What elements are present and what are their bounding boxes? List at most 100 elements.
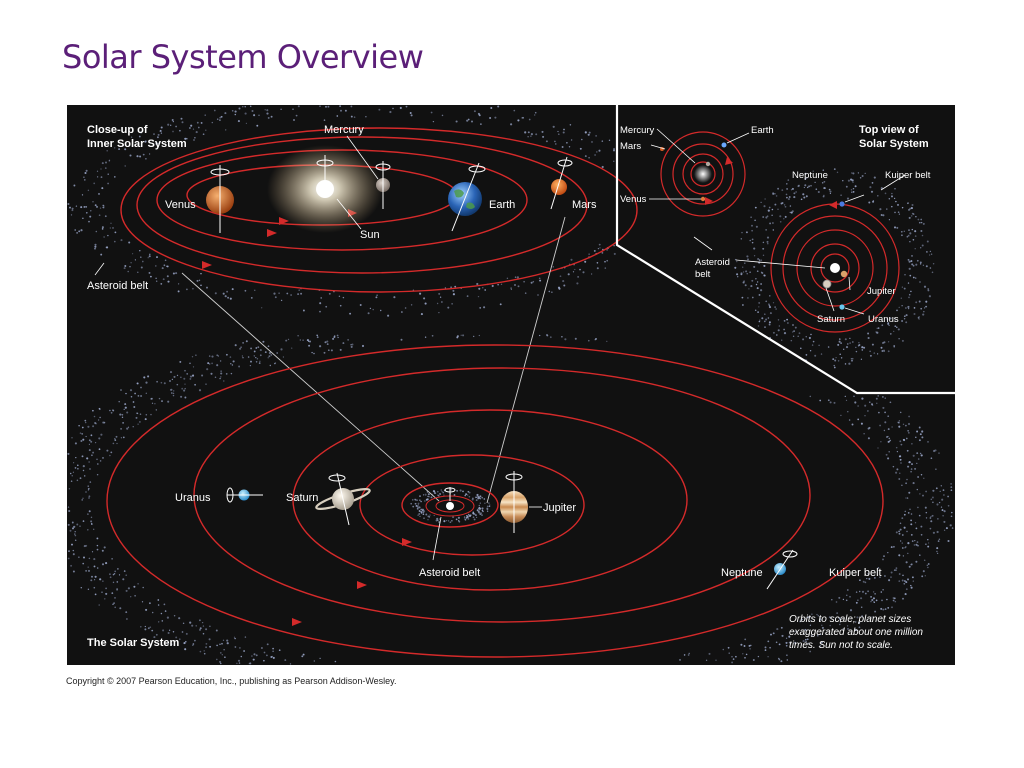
belt-dot — [206, 286, 208, 289]
belt-dot — [805, 195, 808, 198]
belt-dot — [230, 372, 233, 375]
belt-dot — [772, 229, 774, 231]
belt-dot — [80, 229, 83, 232]
belt-dot — [898, 338, 900, 340]
belt-dot — [829, 401, 832, 404]
belt-dot — [167, 400, 170, 403]
belt-dot — [417, 504, 419, 506]
belt-dot — [83, 545, 86, 548]
belt-dot — [227, 296, 230, 299]
belt-dot — [860, 606, 863, 608]
belt-dot — [205, 646, 208, 649]
belt-dot — [907, 305, 910, 309]
belt-dot — [111, 558, 113, 560]
belt-dot — [552, 125, 555, 128]
belt-dot — [436, 517, 439, 520]
belt-dot — [867, 332, 870, 335]
belt-dot — [419, 515, 421, 518]
belt-dot — [79, 477, 82, 480]
belt-dot — [490, 107, 493, 109]
belt-dot — [912, 276, 915, 279]
belt-dot — [274, 362, 277, 364]
belt-dot — [71, 437, 73, 439]
belt-dot — [917, 476, 919, 478]
belt-dot — [802, 640, 805, 643]
belt-dot — [516, 276, 519, 279]
belt-dot — [786, 318, 788, 321]
belt-dot — [558, 133, 560, 135]
belt-dot — [809, 395, 812, 398]
belt-dot — [901, 517, 904, 519]
belt-dot — [91, 454, 93, 457]
belt-dot — [192, 366, 195, 368]
belt-dot — [134, 392, 136, 395]
belt-dot — [477, 295, 480, 298]
belt-dot — [790, 211, 793, 214]
belt-dot — [87, 566, 89, 568]
belt-dot — [175, 125, 177, 128]
belt-dot — [151, 629, 154, 632]
belt-dot — [162, 278, 165, 281]
belt-dot — [854, 628, 857, 632]
belt-dot — [251, 109, 254, 113]
belt-dot — [929, 250, 932, 253]
belt-dot — [422, 508, 424, 511]
belt-dot — [756, 281, 759, 283]
label-uranus-top: Uranus — [868, 314, 899, 325]
belt-dot — [74, 533, 76, 535]
belt-dot — [481, 509, 484, 512]
belt-dot — [907, 512, 910, 514]
belt-dot — [161, 620, 164, 622]
belt-dot — [886, 598, 888, 601]
belt-dot — [169, 389, 172, 391]
belt-dot — [334, 660, 337, 663]
belt-dot — [67, 506, 70, 508]
belt-dot — [894, 188, 896, 190]
belt-dot — [221, 642, 223, 645]
belt-dot — [365, 115, 367, 118]
belt-dot — [903, 580, 906, 582]
belt-dot — [740, 643, 743, 646]
belt-dot — [154, 403, 156, 405]
belt-dot — [424, 302, 427, 305]
belt-dot — [783, 319, 786, 322]
belt-dot — [113, 602, 115, 604]
belt-dot — [264, 109, 266, 111]
belt-dot — [705, 659, 708, 661]
belt-dot — [893, 226, 897, 229]
belt-dot — [894, 211, 896, 214]
belt-dot — [179, 129, 181, 132]
belt-dot — [478, 497, 481, 499]
belt-dot — [129, 154, 132, 157]
belt-dot — [579, 268, 581, 271]
belt-dot — [745, 653, 748, 656]
belt-dot — [250, 347, 253, 350]
belt-dot — [267, 357, 269, 359]
rotation-axis-icons — [210, 155, 573, 233]
belt-dot — [876, 331, 879, 334]
belt-dot — [76, 232, 78, 234]
belt-dot — [902, 206, 904, 209]
belt-dot — [910, 533, 913, 536]
belt-dot — [109, 409, 111, 412]
belt-dot — [79, 432, 82, 434]
belt-dot — [119, 607, 122, 610]
belt-dot — [480, 123, 482, 125]
scale-note-1: Orbits to scale; planet sizes — [789, 614, 911, 625]
belt-dot — [911, 263, 914, 266]
belt-dot — [863, 346, 866, 349]
belt-dot — [392, 107, 394, 110]
belt-dot — [861, 397, 864, 400]
belt-dot — [112, 226, 114, 229]
top-view-orbit-arrows — [705, 157, 837, 209]
belt-dot — [240, 655, 243, 658]
belt-dot — [925, 265, 928, 268]
belt-dot — [816, 634, 819, 637]
belt-dot — [206, 368, 209, 371]
belt-dot — [822, 195, 825, 198]
belt-dot — [445, 519, 448, 522]
belt-dot — [742, 281, 745, 284]
belt-dot — [300, 292, 303, 295]
belt-dot — [920, 473, 923, 476]
belt-dot — [161, 400, 163, 403]
